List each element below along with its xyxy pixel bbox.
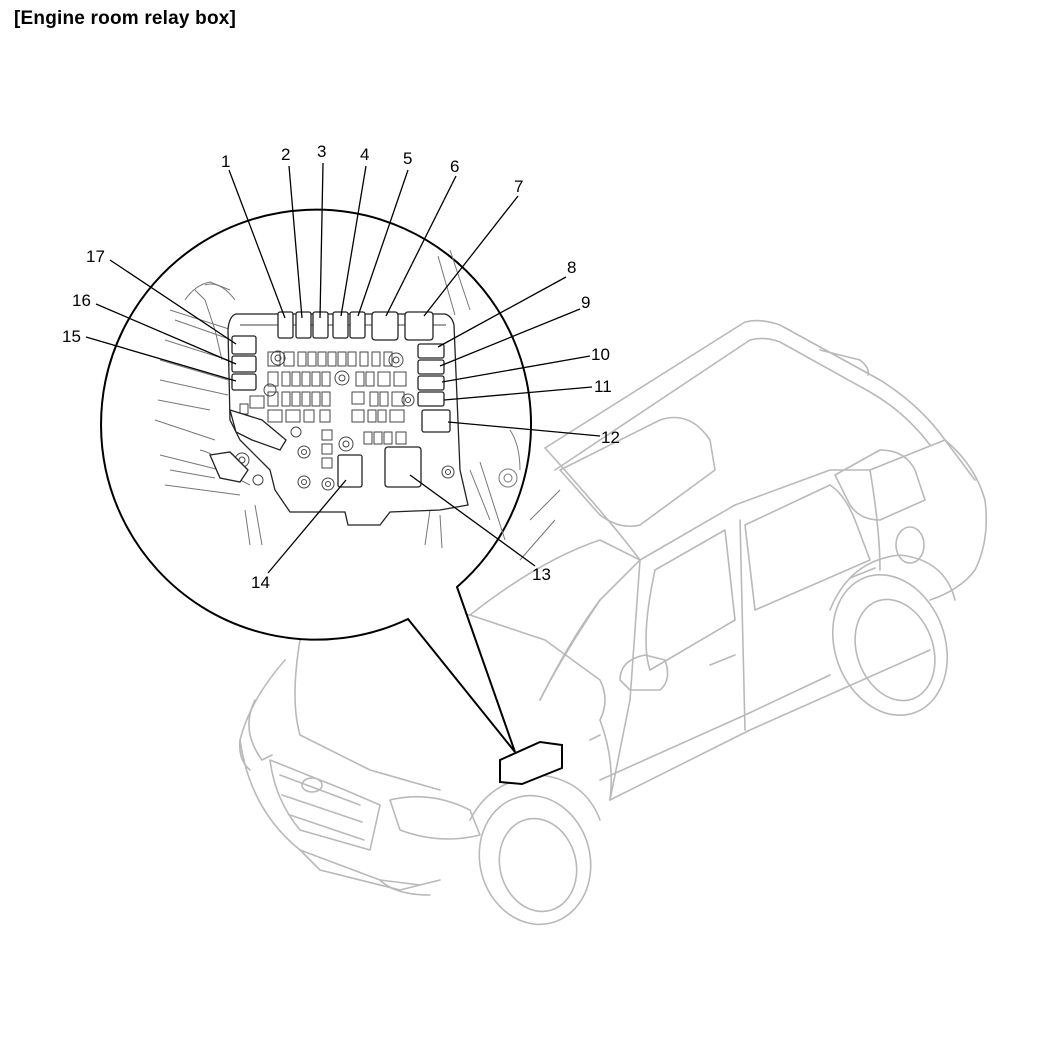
leader-3 <box>319 162 324 319</box>
leader-13 <box>409 474 536 567</box>
callout-17: 17 <box>86 247 105 266</box>
diagram-title: [Engine room relay box] <box>14 8 237 29</box>
fuse-grid <box>239 351 407 469</box>
leader-7 <box>423 195 519 317</box>
callout-labels: 1 2 3 4 5 6 7 8 9 10 11 12 13 14 15 16 1… <box>62 142 620 592</box>
callout-2: 2 <box>281 145 290 164</box>
callout-4: 4 <box>360 145 369 164</box>
callout-3: 3 <box>317 142 326 161</box>
leader-17 <box>109 259 237 345</box>
relay-box-location-marker <box>499 740 563 786</box>
leader-6 <box>385 175 457 317</box>
callout-1: 1 <box>221 152 230 171</box>
leader-14 <box>267 479 347 574</box>
callout-16: 16 <box>72 291 91 310</box>
relay-box <box>209 311 469 526</box>
relay-10 <box>417 375 445 391</box>
leader-lines <box>85 162 601 574</box>
relay-9 <box>417 359 445 375</box>
callout-10: 10 <box>591 345 610 364</box>
relay-4 <box>332 311 349 339</box>
relay-17 <box>231 335 257 355</box>
leader-12 <box>447 421 601 437</box>
leader-5 <box>357 169 409 317</box>
leader-2 <box>288 165 303 319</box>
callout-6: 6 <box>450 157 459 176</box>
relay-12 <box>421 409 451 433</box>
leader-10 <box>441 355 591 383</box>
callout-12: 12 <box>601 428 620 447</box>
relay-16 <box>231 355 257 373</box>
vehicle-outline <box>238 319 988 926</box>
callout-9: 9 <box>581 293 590 312</box>
relay-15 <box>231 373 257 391</box>
relay-1 <box>277 311 294 339</box>
callout-11: 11 <box>594 377 612 396</box>
relay-11 <box>417 391 445 407</box>
relay-7 <box>404 311 434 341</box>
callout-8: 8 <box>567 258 576 277</box>
leader-15 <box>85 336 237 382</box>
leader-9 <box>439 308 581 367</box>
relay-14 <box>337 454 363 488</box>
mounting-studs <box>234 350 455 491</box>
relay-6 <box>371 311 399 341</box>
callout-13: 13 <box>532 565 551 584</box>
callout-14: 14 <box>251 573 270 592</box>
magnified-view <box>85 162 601 753</box>
relay-5 <box>349 311 366 339</box>
relay-13 <box>384 446 422 488</box>
leader-8 <box>437 276 567 348</box>
relay-2 <box>295 311 312 339</box>
leader-16 <box>95 303 237 365</box>
callout-5: 5 <box>403 149 412 168</box>
leader-4 <box>340 165 367 317</box>
leader-11 <box>443 386 593 401</box>
leader-1 <box>228 169 286 319</box>
relay-8 <box>417 343 445 359</box>
callout-7: 7 <box>514 177 523 196</box>
callout-15: 15 <box>62 327 81 346</box>
